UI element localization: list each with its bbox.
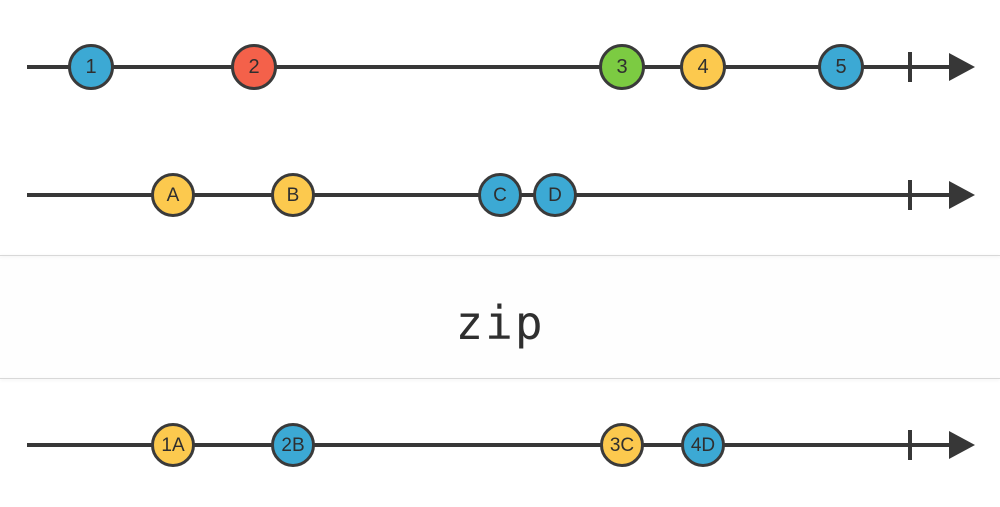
- timeline-axis: [27, 443, 960, 447]
- timeline-source-observable-2: A B C D: [0, 165, 1000, 225]
- marble-B[interactable]: B: [271, 173, 315, 217]
- timeline-arrow-icon: [949, 181, 975, 209]
- marble-label: 1: [85, 56, 97, 78]
- marble-label: 3C: [609, 434, 635, 456]
- marble-label: 4: [697, 56, 709, 78]
- marble-1A[interactable]: 1A: [151, 423, 195, 467]
- marble-label: C: [493, 184, 507, 206]
- marble-C[interactable]: C: [478, 173, 522, 217]
- timeline-arrow-icon: [949, 431, 975, 459]
- marble-label: B: [286, 184, 300, 206]
- separator-bottom: [0, 378, 1000, 379]
- marble-4D[interactable]: 4D: [681, 423, 725, 467]
- operator-band: [0, 256, 1000, 378]
- timeline-axis: [27, 65, 960, 69]
- marble-label: 2B: [281, 434, 305, 456]
- timeline-arrow-icon: [949, 53, 975, 81]
- marble-1[interactable]: 1: [68, 44, 114, 90]
- marble-2B[interactable]: 2B: [271, 423, 315, 467]
- completion-tick-icon: [908, 430, 912, 460]
- marble-2[interactable]: 2: [231, 44, 277, 90]
- separator-top: [0, 255, 1000, 256]
- marble-label: 2: [248, 56, 260, 78]
- marble-label: A: [166, 184, 180, 206]
- marble-4[interactable]: 4: [680, 44, 726, 90]
- completion-tick-icon: [908, 52, 912, 82]
- timeline-source-observable-1: 1 2 3 4 5: [0, 37, 1000, 97]
- marble-3C[interactable]: 3C: [600, 423, 644, 467]
- marble-D[interactable]: D: [533, 173, 577, 217]
- marble-label: 1A: [161, 434, 185, 456]
- marble-3[interactable]: 3: [599, 44, 645, 90]
- marble-A[interactable]: A: [151, 173, 195, 217]
- marble-label: D: [548, 184, 562, 206]
- marble-5[interactable]: 5: [818, 44, 864, 90]
- marble-label: 4D: [690, 434, 716, 456]
- operator-label: zip: [455, 296, 545, 350]
- marble-label: 3: [616, 56, 628, 78]
- timeline-result-observable: 1A 2B 3C 4D: [0, 415, 1000, 475]
- marble-label: 5: [835, 56, 847, 78]
- completion-tick-icon: [908, 180, 912, 210]
